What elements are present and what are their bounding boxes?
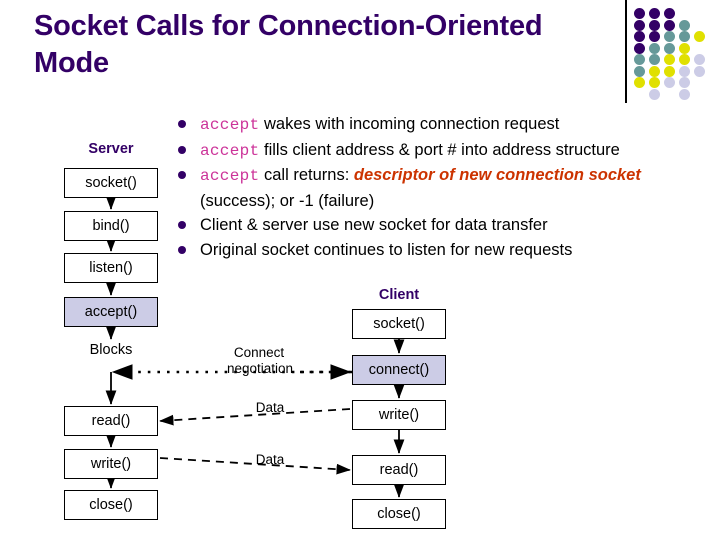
edge-label-data-lower: Data bbox=[255, 452, 285, 467]
decorative-dot-grid bbox=[634, 8, 714, 100]
list-item-text-before: call returns: bbox=[259, 166, 354, 184]
server-blocks-label: Blocks bbox=[89, 342, 133, 358]
decorative-dot bbox=[649, 8, 660, 19]
decorative-dot bbox=[679, 88, 690, 100]
decorative-dot bbox=[634, 42, 645, 54]
emphasis-text: descriptor of new connection socket bbox=[353, 166, 641, 184]
server-node-read[interactable]: read() bbox=[64, 406, 158, 436]
decorative-dot bbox=[679, 65, 690, 77]
client-node-close[interactable]: close() bbox=[352, 499, 446, 529]
list-item-text: fills client address & port # into addre… bbox=[259, 140, 620, 159]
edge-label-connect-line1: Connect bbox=[233, 345, 285, 360]
decorative-dot bbox=[679, 77, 690, 88]
decorative-dot bbox=[664, 42, 675, 54]
server-node-close[interactable]: close() bbox=[64, 490, 158, 520]
server-node-listen[interactable]: listen() bbox=[64, 253, 158, 283]
code-keyword-accept: accept bbox=[200, 116, 260, 134]
decorative-dot bbox=[679, 31, 690, 42]
bullet-list: accept wakes with incoming connection re… bbox=[174, 112, 718, 262]
list-item-text: Original socket continues to listen for … bbox=[200, 240, 573, 259]
decorative-dot bbox=[634, 8, 645, 19]
diagram-arrow bbox=[159, 408, 351, 426]
decorative-dot bbox=[679, 19, 690, 31]
client-node-read[interactable]: read() bbox=[352, 455, 446, 485]
code-keyword-accept: accept bbox=[200, 141, 260, 160]
decorative-dot bbox=[664, 31, 675, 42]
decorative-dot bbox=[694, 54, 705, 65]
server-column-title: Server bbox=[88, 141, 134, 157]
client-column-title: Client bbox=[378, 287, 420, 303]
server-node-bind[interactable]: bind() bbox=[64, 211, 158, 241]
decorative-dot bbox=[649, 42, 660, 54]
decorative-dot bbox=[634, 65, 645, 77]
client-node-socket[interactable]: socket() bbox=[352, 309, 446, 339]
list-item: accept fills client address & port # int… bbox=[174, 138, 718, 164]
bullet-marker-icon bbox=[178, 171, 186, 179]
decorative-dot bbox=[649, 77, 660, 88]
decorative-dot bbox=[634, 19, 645, 31]
edge-label-connect-line2: negotiation bbox=[226, 361, 294, 376]
list-item: Client & server use new socket for data … bbox=[174, 213, 718, 238]
bullet-marker-icon bbox=[178, 221, 186, 229]
decorative-dot bbox=[649, 65, 660, 77]
decorative-dot bbox=[679, 42, 690, 54]
code-keyword-accept: accept bbox=[200, 167, 260, 185]
decorative-dot bbox=[634, 31, 645, 42]
bullet-marker-icon bbox=[178, 145, 186, 154]
decorative-dot bbox=[664, 54, 675, 65]
bullet-marker-icon bbox=[178, 120, 186, 128]
decorative-dot bbox=[649, 88, 660, 100]
decorative-dot bbox=[634, 54, 645, 65]
client-node-write[interactable]: write() bbox=[352, 400, 446, 430]
page-title: Socket Calls for Connection-Oriented Mod… bbox=[34, 10, 543, 79]
decorative-dot bbox=[649, 19, 660, 31]
decorative-dot bbox=[664, 8, 675, 19]
diagram-arrow bbox=[159, 457, 351, 475]
list-item-text: Client & server use new socket for data … bbox=[200, 216, 548, 234]
decorative-dot bbox=[664, 19, 675, 31]
bullet-marker-icon bbox=[178, 245, 186, 254]
list-item: accept call returns: descriptor of new c… bbox=[174, 163, 718, 213]
edge-label-data-upper: Data bbox=[255, 400, 285, 415]
decorative-dot bbox=[649, 54, 660, 65]
decorative-dot bbox=[664, 77, 675, 88]
server-node-socket[interactable]: socket() bbox=[64, 168, 158, 198]
decorative-dot bbox=[694, 31, 705, 42]
decorative-vertical-rule bbox=[625, 0, 627, 103]
decorative-dot bbox=[634, 77, 645, 88]
list-item-text: wakes with incoming connection request bbox=[259, 115, 560, 133]
decorative-dot bbox=[649, 31, 660, 42]
list-item: accept wakes with incoming connection re… bbox=[174, 112, 718, 138]
server-node-accept[interactable]: accept() bbox=[64, 297, 158, 327]
client-node-connect[interactable]: connect() bbox=[352, 355, 446, 385]
decorative-dot bbox=[694, 65, 705, 77]
server-node-write[interactable]: write() bbox=[64, 449, 158, 479]
list-item: Original socket continues to listen for … bbox=[174, 238, 718, 263]
list-item-text-after: (success); or -1 (failure) bbox=[200, 191, 375, 210]
decorative-dot bbox=[664, 65, 675, 77]
decorative-dot bbox=[679, 54, 690, 65]
